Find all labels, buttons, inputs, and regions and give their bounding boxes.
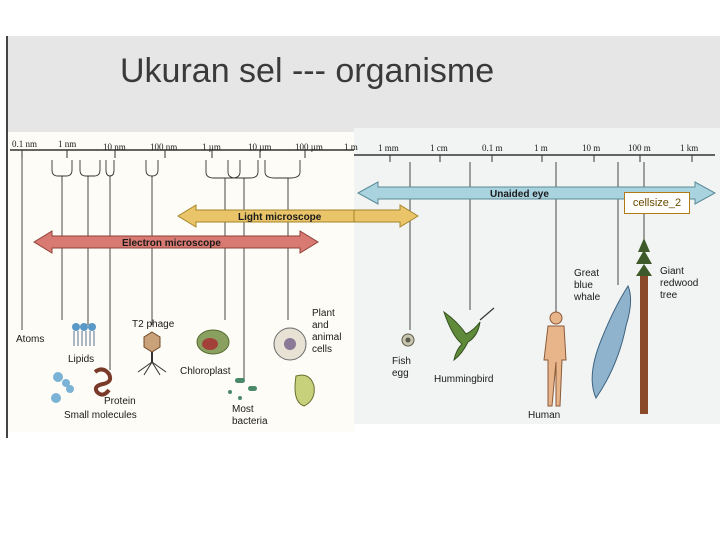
scale-ticks-right: 1 mm 1 cm 0.1 m 1 m 10 m 100 m 1 km [378,143,698,153]
lipids-illustration [72,323,96,346]
label-fish-egg: egg [392,368,409,379]
label-chloroplast: Chloroplast [180,366,231,377]
diagram-panel-macroscopic [354,128,720,424]
electron-microscope-bar: Electron microscope [33,230,319,254]
tick-label: 1 nm [58,139,76,149]
label-hummingbird: Hummingbird [434,374,493,385]
label-lipids: Lipids [68,354,94,365]
label-plant-animal-cells: and [312,320,329,331]
tick-label: 100 m [628,143,651,153]
tick-label: 100 nm [150,142,177,152]
label-plant-animal-cells: Plant [312,308,335,319]
animal-cell-illustration [273,327,315,407]
label-blue-whale: Great [574,268,599,279]
tick-label: 10 nm [103,142,126,152]
organism-labels: Atoms Lipids T2 phage Plant and animal c… [16,266,698,427]
scale-ticks-left: 0.1 nm 1 nm 10 nm 100 nm 1 µm 10 µm 100 … [12,139,358,152]
label-t2-phage: T2 phage [132,319,175,330]
bar-label-electron-microscope: Electron microscope [122,238,221,249]
bacteria-illustration [228,378,257,400]
tick-label: 0.1 m [482,143,503,153]
label-redwood: tree [660,290,678,301]
label-blue-whale: blue [574,280,593,291]
protein-illustration [93,367,113,397]
tick-label: 0.1 nm [12,139,37,149]
tick-label: 10 m [582,143,600,153]
label-most-bacteria: Most [232,404,254,415]
hummingbird-illustration [443,307,495,362]
bar-label-unaided-eye: Unaided eye [490,189,549,200]
fish-egg-illustration [401,333,415,347]
redwood-illustration [636,238,652,414]
image-caption-sticker: cellsize_2 [624,192,690,214]
label-redwood: Giant [660,266,684,277]
small-molecules-illustration [51,372,74,403]
chloroplast-illustration [196,329,230,355]
t2-phage-illustration [137,331,167,376]
tick-label: 1 mm [378,143,399,153]
blue-whale-illustration [591,284,632,400]
label-small-molecules: Small molecules [64,410,137,421]
tick-label: 1 m [344,142,358,152]
tick-label: 1 µm [202,142,221,152]
slide-title: Ukuran sel --- organisme [120,52,495,90]
label-protein: Protein [104,396,136,407]
tick-marks [21,150,693,162]
tick-label: 1 m [534,143,548,153]
tick-label: 100 µm [295,142,323,152]
tick-label: 1 cm [430,143,448,153]
label-atoms: Atoms [16,334,44,345]
tick-label: 1 km [680,143,698,153]
tick-label: 10 µm [248,142,271,152]
slide-left-border [6,36,8,438]
label-fish-egg: Fish [392,356,411,367]
label-plant-animal-cells: animal [312,332,341,343]
label-human: Human [528,410,560,421]
label-redwood: redwood [660,278,698,289]
label-plant-animal-cells: cells [312,344,332,355]
bar-label-light-microscope: Light microscope [238,212,322,223]
light-microscope-bar: Light microscope [177,204,419,228]
label-most-bacteria: bacteria [232,416,268,427]
human-illustration [543,311,567,407]
label-blue-whale: whale [573,292,601,303]
title-band [8,36,720,132]
